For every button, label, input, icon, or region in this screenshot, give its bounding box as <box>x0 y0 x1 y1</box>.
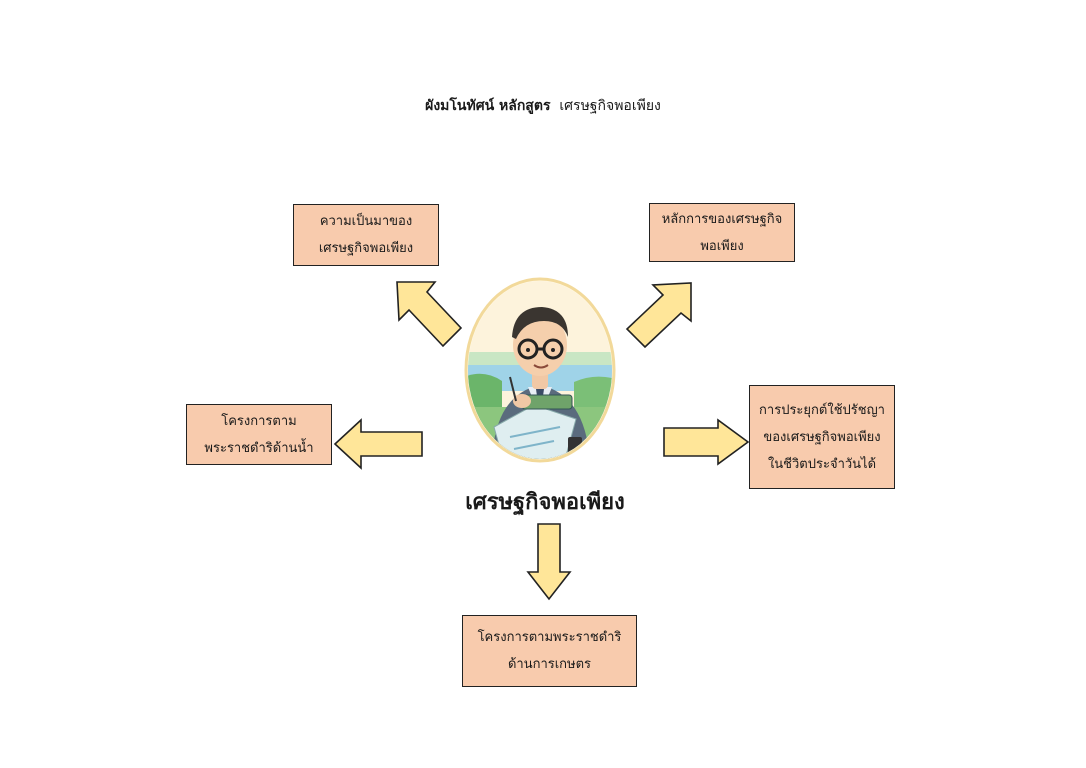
node-water-projects: โครงการตาม พระราชดำริด้านน้ำ <box>186 404 332 465</box>
diagram-title: ผังมโนทัศน์ หลักสูตร เศรษฐกิจพอเพียง <box>0 95 1086 117</box>
node-agriculture-line-2: ด้านการเกษตร <box>507 657 592 672</box>
title-prefix: ผังมโนทัศน์ หลักสูตร <box>425 98 551 114</box>
node-background-line-2: เศรษฐกิจพอเพียง <box>318 241 414 256</box>
node-agriculture-projects: โครงการตามพระราชดำริ ด้านการเกษตร <box>462 615 637 687</box>
node-background: ความเป็นมาของ เศรษฐกิจพอเพียง <box>293 204 439 266</box>
arrow-down <box>526 523 572 601</box>
arrow-up-left <box>396 281 463 348</box>
node-application-line-1: การประยุกต์ใช้ปรัชญา <box>759 402 885 418</box>
center-label: เศรษฐกิจพอเพียง <box>465 490 625 515</box>
node-agriculture-line-1: โครงการตามพระราชดำริ <box>477 630 622 645</box>
node-principles-line-2: พอเพียง <box>700 238 744 254</box>
node-application: การประยุกต์ใช้ปรัชญา ของเศรษฐกิจพอเพียง … <box>749 385 895 489</box>
node-principles: หลักการของเศรษฐกิจ พอเพียง <box>649 203 795 262</box>
node-water-line-2: พระราชดำริด้านน้ำ <box>204 440 314 456</box>
node-water-line-1: โครงการตาม <box>221 413 297 429</box>
title-topic: เศรษฐกิจพอเพียง <box>559 98 661 114</box>
node-background-line-1: ความเป็นมาของ <box>319 214 413 229</box>
arrow-up-right <box>625 282 692 349</box>
node-application-line-3: ในชีวิตประจำวันได้ <box>767 456 877 472</box>
arrow-left <box>333 418 423 470</box>
node-principles-line-1: หลักการของเศรษฐกิจ <box>661 211 783 227</box>
arrow-right <box>663 418 750 466</box>
king-portrait-illustration <box>464 277 616 463</box>
node-application-line-2: ของเศรษฐกิจพอเพียง <box>763 429 881 445</box>
